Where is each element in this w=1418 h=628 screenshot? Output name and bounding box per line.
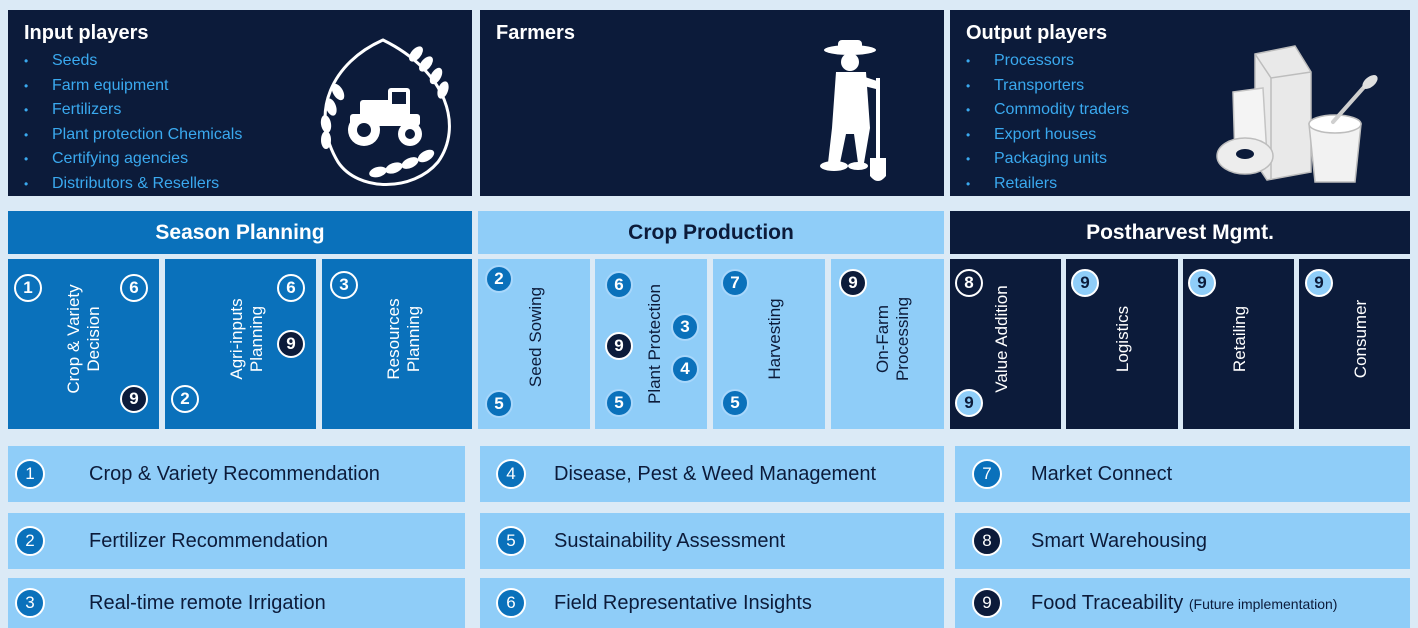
badge: 6 [605,271,633,299]
legend-number: 5 [496,526,526,556]
legend-item: 8 Smart Warehousing [955,513,1410,569]
legend-number: 3 [15,588,45,618]
step-label: Value Addition [992,285,1011,393]
list-item: •Distributors & Resellers [24,174,220,192]
farmers-title: Farmers [496,22,575,44]
legend-text: Disease, Pest & Weed Management [554,462,877,485]
legend-text: Crop & Variety Recommendation [89,462,380,485]
step-label: Plant Protection [645,283,664,405]
step-label: Logistics [1113,305,1132,373]
badge: 6 [277,274,305,302]
input-players-list: •Seeds •Farm equipment •Fertilizers •Pla… [24,49,242,196]
legend-item: 5 Sustainability Assessment [480,513,944,569]
badge: 5 [605,389,633,417]
badge: 6 [120,274,148,302]
legend-note: (Future implementation) [1188,595,1338,612]
badge: 9 [120,385,148,413]
list-item: •Processors [966,52,1075,69]
stage-postharvest-mgmt: Postharvest Mgmt. [950,211,1410,254]
list-item: •Commodity traders [966,101,1130,118]
legend-text: Real-time remote Irrigation [89,591,326,614]
legend-number: 2 [15,526,45,556]
farmers-panel: Farmers [480,10,944,196]
badge: 9 [839,269,867,297]
stage-crop-production: Crop Production [478,211,944,254]
legend-number: 8 [972,526,1002,556]
legend-text: Fertilizer Recommendation [89,529,328,552]
step-label: Consumer [1351,299,1370,379]
legend-number: 7 [972,459,1002,489]
list-item: •Fertilizers [24,101,122,118]
legend-number: 1 [15,459,45,489]
farmer-silhouette-icon [820,40,886,181]
output-players-panel: Output players •Processors •Transporters… [950,10,1410,196]
tractor-wheat-wreath-icon [320,38,451,186]
legend-item: 1 Crop & Variety Recommendation [8,446,465,502]
legend-text: Sustainability Assessment [554,529,786,552]
legend-item: 7 Market Connect [955,446,1410,502]
output-players-title: Output players [966,22,1108,44]
step-seed-sowing: Seed Sowing 2 5 [478,259,590,429]
badge: 9 [955,389,983,417]
badge: 9 [1305,269,1333,297]
legend-item: 3 Real-time remote Irrigation [8,578,465,628]
list-item: •Export houses [966,125,1097,143]
list-item: •Farm equipment [24,76,169,94]
badge: 9 [1071,269,1099,297]
legend-text: Smart Warehousing [1031,529,1207,552]
badge: 2 [171,385,199,413]
legend-text: Field Representative Insights [554,591,812,614]
badge: 4 [671,355,699,383]
badge: 8 [955,269,983,297]
badge: 9 [277,330,305,358]
step-harvesting: Harvesting 7 5 [713,259,825,429]
badge: 1 [14,274,42,302]
list-item: •Certifying agencies [24,150,189,167]
step-label: Seed Sowing [526,286,545,388]
output-players-list: •Processors •Transporters •Commodity tra… [966,49,1129,196]
step-logistics: Logistics 9 [1066,259,1178,429]
list-item: •Retailers [966,174,1058,192]
input-players-panel: Input players •Seeds •Farm equipment •Fe… [8,10,472,196]
legend-number: 6 [496,588,526,618]
list-item: •Plant protection Chemicals [24,125,243,143]
legend-item: 2 Fertilizer Recommendation [8,513,465,569]
legend-item: 4 Disease, Pest & Weed Management [480,446,944,502]
legend-text: Food Traceability (Future implementation… [1031,591,1338,614]
stage-season-planning: Season Planning [8,211,472,254]
badge: 3 [330,271,358,299]
step-label: Harvesting [765,298,784,380]
badge: 7 [721,269,749,297]
badge: 9 [1188,269,1216,297]
legend-item: 6 Field Representative Insights [480,578,944,628]
step-consumer: Consumer 9 [1299,259,1410,429]
list-item: •Packaging units [966,150,1107,167]
step-plant-protection: Plant Protection 6 3 9 4 5 [595,259,707,429]
badge: 9 [605,332,633,360]
badge: 2 [485,265,513,293]
legend-number: 4 [496,459,526,489]
legend-item: 9 Food Traceability (Future implementati… [955,578,1410,628]
legend-number: 9 [972,588,1002,618]
list-item: •Transporters [966,76,1085,94]
badge: 5 [485,390,513,418]
food-packages-icon [1216,45,1378,183]
step-retailing: Retailing 9 [1183,259,1294,429]
step-value-addition: Value Addition 8 9 [950,259,1061,429]
badge: 5 [721,389,749,417]
list-item: •Seeds [24,52,98,69]
legend-text: Market Connect [1031,462,1173,485]
step-label: Retailing [1230,305,1249,373]
input-players-title: Input players [24,22,149,44]
badge: 3 [671,313,699,341]
